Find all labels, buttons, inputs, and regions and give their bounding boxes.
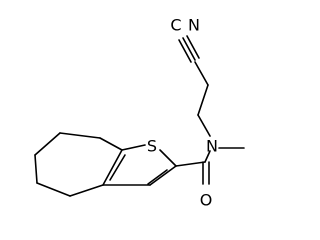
ring7-bond-c6-c7 <box>69 184 104 197</box>
thiophene-bond-s-c2 <box>159 149 177 167</box>
amide-group <box>175 61 245 185</box>
ring7-bond-fused <box>102 149 123 186</box>
cycloheptane-ring <box>34 132 126 197</box>
ring7-bond-c4-c5 <box>34 154 38 184</box>
thiophene-ring <box>102 144 177 186</box>
thiophene-bond-c2-c3 <box>149 165 177 186</box>
amide-nitrogen-label: N <box>206 137 218 156</box>
nitrile-line-1 <box>182 37 196 61</box>
nitrile-line-3 <box>178 39 192 63</box>
ring7-bond-c1-c2 <box>99 137 123 151</box>
molecule-diagram: C N S N O <box>34 15 245 210</box>
thiophene-bond-c1-s <box>121 144 146 151</box>
ring7-bond-c2-c3 <box>59 132 101 139</box>
carbonyl-n-bond <box>204 150 211 163</box>
carbonyl-oxygen-label: O <box>200 191 213 210</box>
ethyl-bond-2 <box>197 84 209 116</box>
nitrile-triple-bond <box>178 35 200 63</box>
nitrile-line-2 <box>186 35 200 59</box>
ring7-bond-c3-c4 <box>34 132 61 156</box>
thiophene-double-bond-inner <box>147 169 168 185</box>
n-ethyl-bond-1 <box>197 114 211 137</box>
ring7-bond-c5-c6 <box>36 182 71 197</box>
thiophene-sulfur-label: S <box>147 137 157 156</box>
ethyl-to-nitrile-bond <box>194 61 209 86</box>
amide-bond-c2-carbonyl <box>175 161 206 167</box>
ring7-double-bond-inner <box>109 154 126 181</box>
structure-svg: C N S N O <box>34 16 245 210</box>
nitrile-nitrogen-label: N <box>188 16 200 35</box>
nitrile-carbon-label: C <box>170 16 181 35</box>
